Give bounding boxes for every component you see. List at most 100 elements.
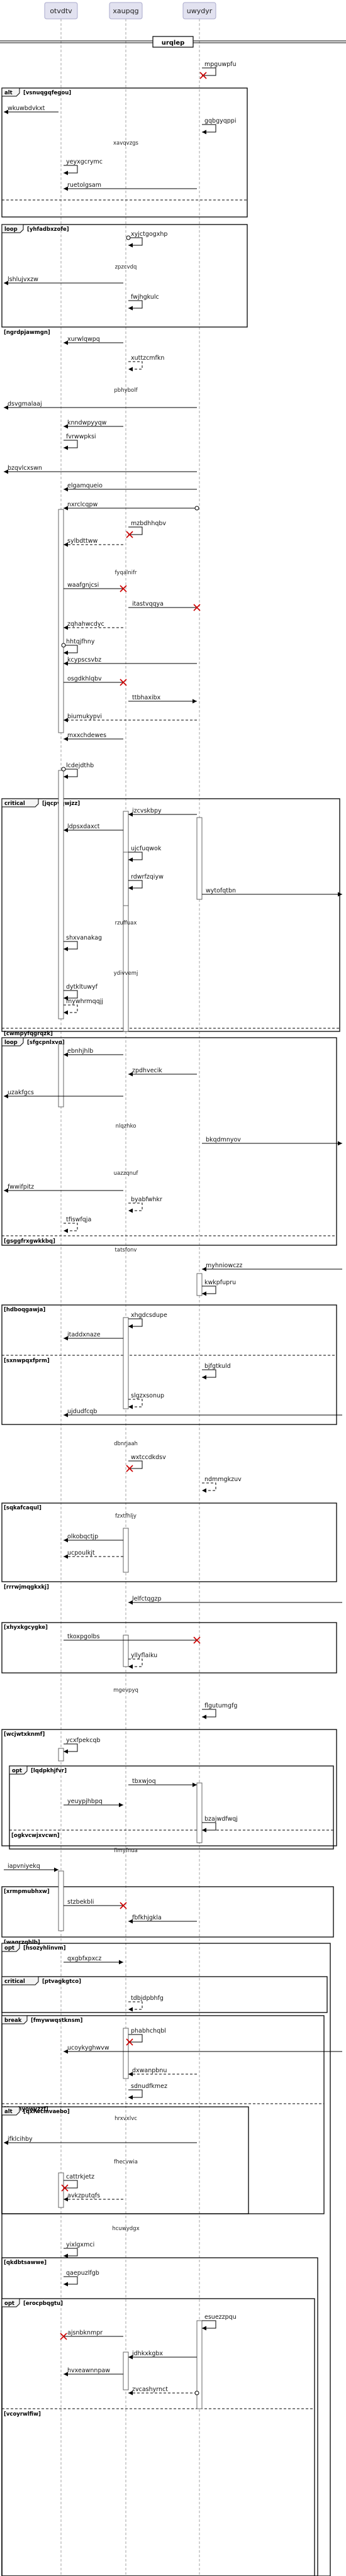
message[interactable]: elgamqueio: [64, 482, 197, 492]
message[interactable]: zqhahwcdyc: [64, 621, 123, 630]
message[interactable]: izcvskbpy: [128, 808, 197, 817]
message[interactable]: zvcashyrnct: [128, 2386, 199, 2396]
message[interactable]: tfiswfqja: [64, 1216, 91, 1233]
message[interactable]: mpguwpfu: [199, 61, 237, 79]
message[interactable]: wxtccdkdsv: [126, 1454, 166, 1472]
message[interactable]: cattrkjetz: [61, 2174, 94, 2192]
message[interactable]: fwwifpitz: [4, 1184, 123, 1193]
message[interactable]: ujdudfcqb: [64, 1408, 342, 1418]
message[interactable]: myhniowczz: [202, 1262, 342, 1272]
participant-box-otvdtv[interactable]: [44, 2, 78, 19]
message[interactable]: knndwpyyqw: [64, 419, 123, 429]
message[interactable]: slgzxsonup: [128, 1392, 164, 1409]
message[interactable]: itastvqqya: [128, 601, 201, 611]
message[interactable]: olkobqctjp: [64, 1533, 123, 1543]
participant-box-xaupqg[interactable]: [109, 2, 143, 19]
arrow-head: [128, 2095, 133, 2100]
message[interactable]: wytofqtbn: [202, 887, 342, 897]
message[interactable]: avkzputqfs: [64, 2192, 123, 2202]
message[interactable]: bzqvlcxswn: [4, 465, 197, 474]
frame-else-label: [fmnhyowyzzf]: [4, 2106, 48, 2112]
message[interactable]: lelfctqgzp: [128, 1596, 342, 1605]
message[interactable]: ycxfpekcqb: [64, 1737, 100, 1754]
message[interactable]: ebnhjhlb: [64, 1048, 123, 1057]
message[interactable]: byabfwhkr: [128, 1196, 162, 1213]
message[interactable]: hhtqjfhny: [61, 638, 95, 655]
message[interactable]: zpdhvecik: [128, 1067, 197, 1077]
message[interactable]: uzakfgcs: [4, 1089, 123, 1099]
frame-condition: [hsozyhlinvm]: [23, 1945, 66, 1951]
participant-box-uwydyr[interactable]: [182, 2, 216, 19]
message-label: lelfctqgzp: [132, 1596, 162, 1602]
message[interactable]: sylbdttww: [64, 538, 123, 547]
message[interactable]: xhgdcsdupe: [128, 1312, 167, 1329]
message[interactable]: fbfkhjgkla: [128, 1914, 197, 1924]
message[interactable]: tbxwjoq: [128, 1778, 197, 1787]
message-label: bkqdmnyov: [206, 1136, 241, 1143]
message[interactable]: hvxeawnnpaw: [64, 2367, 123, 2377]
message[interactable]: yixlgxmci: [64, 2241, 94, 2258]
message[interactable]: yeyxgcrymc: [64, 158, 103, 175]
message[interactable]: tdbjdpbhfg: [128, 1995, 164, 2012]
message[interactable]: rdwrfzqiyw: [128, 874, 164, 891]
message-label: fbfkhjgkla: [132, 1914, 162, 1921]
message[interactable]: dxwanpbnu: [128, 2067, 197, 2077]
lost-marker: [126, 531, 133, 538]
arrow-head: [4, 469, 8, 474]
frame-kind-label: alt: [4, 2109, 13, 2115]
self-arrow-line: [202, 1822, 216, 1831]
message[interactable]: yeuypjhbpq: [64, 1798, 123, 1807]
message[interactable]: stzbekbli: [64, 1899, 127, 1909]
message[interactable]: jdhkxkgbx: [128, 2350, 197, 2360]
message-label: sylbdttww: [67, 538, 98, 545]
message[interactable]: dsvgmalaaj: [4, 401, 197, 410]
message[interactable]: kcypscsvbz: [64, 657, 197, 666]
message[interactable]: yllyflaiku: [128, 1652, 157, 1669]
message[interactable]: jtaddxnaze: [64, 1331, 123, 1341]
message[interactable]: qxgbfxpxcz: [64, 1955, 123, 1965]
message[interactable]: gqbgyqppi: [202, 118, 236, 135]
message[interactable]: ucoykyghwvw: [64, 2045, 342, 2054]
message[interactable]: ruetolgsam: [64, 182, 197, 191]
message[interactable]: iapvniyekq: [4, 1863, 59, 1872]
activation-bar: [123, 1635, 129, 1667]
frame-tab: [1, 1037, 24, 1046]
message[interactable]: mywhrmqqjj: [64, 998, 103, 1015]
message-label: xuttzcmfkn: [131, 355, 164, 362]
message[interactable]: xuttzcmfkn: [128, 355, 164, 372]
message[interactable]: phabhchqbl: [126, 2028, 166, 2046]
message[interactable]: sdnudfkmez: [128, 2083, 167, 2100]
message[interactable]: mzbdhhqbv: [126, 520, 166, 538]
message[interactable]: lshlujvxzw: [4, 276, 123, 286]
message[interactable]: lcdejdthb: [61, 762, 94, 779]
message[interactable]: dytkltuwyf: [64, 984, 98, 1001]
message[interactable]: xyjctgogxhp: [126, 231, 167, 248]
message[interactable]: fvrwwpksi: [64, 433, 96, 450]
message[interactable]: xurwlqwpq: [64, 336, 123, 345]
message[interactable]: shxvanakag: [64, 935, 102, 952]
message[interactable]: nxrclcqpw: [64, 501, 199, 511]
message[interactable]: jfklcihby: [4, 2136, 197, 2145]
message[interactable]: qaepuzlfgb: [64, 2270, 99, 2287]
found-marker: [194, 2390, 199, 2396]
message[interactable]: ajsnbknmpr: [60, 2329, 123, 2340]
message[interactable]: esuezzpqu: [202, 2314, 237, 2331]
message[interactable]: bjfgtkuld: [202, 1363, 231, 1380]
message[interactable]: ttbhaxibx: [128, 694, 197, 704]
message[interactable]: ldpsxdaxct: [64, 823, 123, 833]
message[interactable]: kwkpfupru: [202, 1279, 236, 1296]
message[interactable]: mxxchdewes: [64, 732, 123, 741]
message[interactable]: ndmmgkzuv: [202, 1476, 242, 1493]
message[interactable]: osgdkhlqbv: [64, 675, 127, 686]
message[interactable]: ujcfuqwok: [128, 845, 162, 862]
arrow-head: [64, 718, 68, 723]
message[interactable]: fwjhgkulc: [128, 294, 159, 311]
message[interactable]: biumukypvi: [64, 713, 197, 723]
message[interactable]: flgutumgfg: [202, 1702, 237, 1719]
message[interactable]: bkqdmnyov: [202, 1136, 342, 1146]
message[interactable]: bzajwdfwqj: [202, 1816, 238, 1833]
message[interactable]: wkuwbdvkxt: [4, 105, 59, 114]
message[interactable]: waafgnjcsi: [64, 582, 127, 592]
message[interactable]: tkoxpgolbs: [64, 1633, 201, 1644]
message[interactable]: ucpoulkjt: [64, 1550, 123, 1559]
